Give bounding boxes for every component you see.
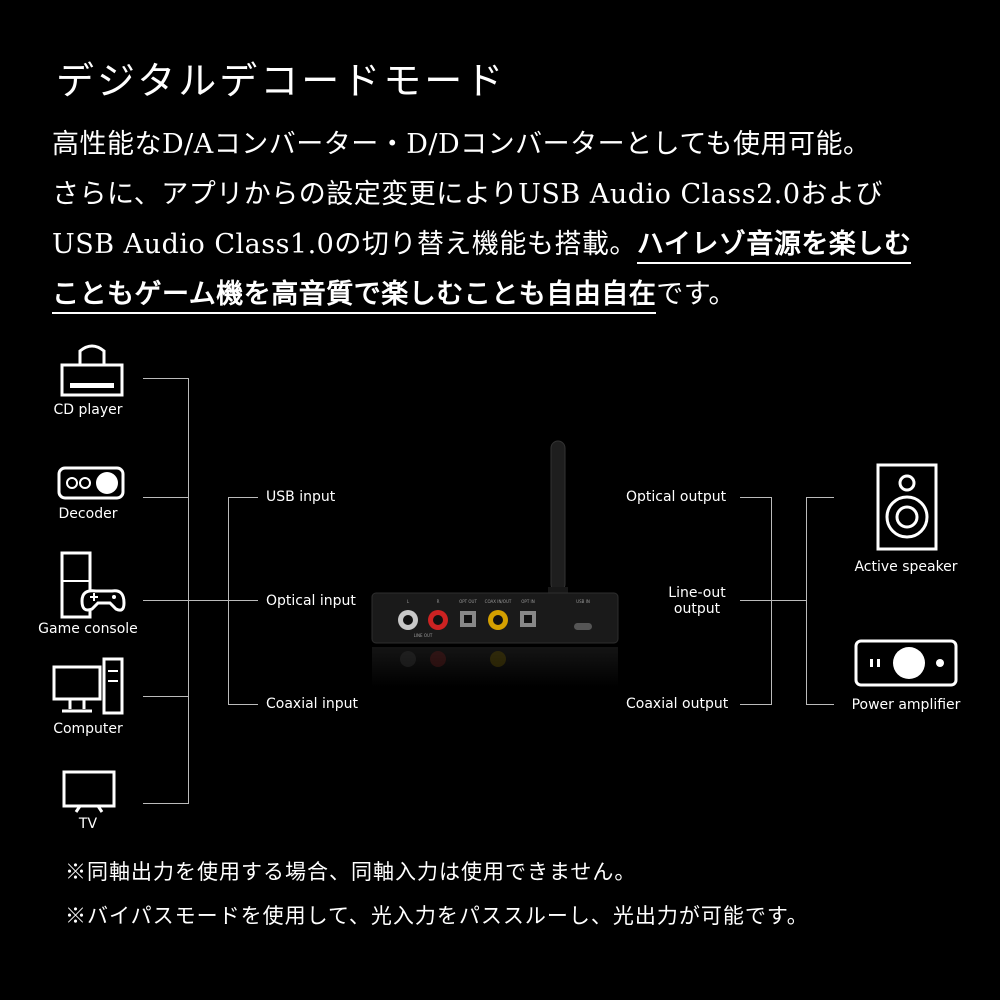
connector-line xyxy=(188,378,189,804)
description-line-1: 高性能なD/Aコンバーター・D/Dコンバーターとしても使用可能。 xyxy=(52,129,871,160)
connector-line xyxy=(771,600,806,601)
source-label-decoder: Decoder xyxy=(58,506,118,522)
connector-line xyxy=(806,497,807,704)
computer-icon xyxy=(52,657,124,715)
source-label-computer: Computer xyxy=(53,721,123,737)
description-line-3-text: USB Audio Class1.0の切り替え機能も搭載。 xyxy=(52,229,637,260)
connector-line xyxy=(740,497,772,498)
port-label-r: R xyxy=(437,599,440,604)
cd-player-icon xyxy=(60,344,124,397)
page-title: デジタルデコードモード xyxy=(56,59,507,103)
output-label-line-out: Line-out output xyxy=(668,585,726,617)
port-label-usb: USB IN xyxy=(576,599,590,604)
connector-line xyxy=(228,497,258,498)
description-line-2: さらに、アプリからの設定変更によりUSB Audio Class2.0および xyxy=(52,179,884,210)
tv-icon xyxy=(62,770,116,813)
connector-line xyxy=(143,696,189,697)
connector-line xyxy=(143,497,189,498)
connector-line xyxy=(806,704,834,705)
connector-line xyxy=(143,378,189,379)
connector-line xyxy=(806,497,834,498)
amplifier-icon xyxy=(854,639,958,687)
output-label-coaxial: Coaxial output xyxy=(626,696,729,712)
port-label-opt-out: OPT OUT xyxy=(459,599,477,604)
description: 高性能なD/Aコンバーター・D/Dコンバーターとしても使用可能。 さらに、アプリ… xyxy=(52,120,952,320)
connector-line xyxy=(740,704,772,705)
description-line-3: USB Audio Class1.0の切り替え機能も搭載。ハイレゾ音源を楽しむ xyxy=(52,220,952,270)
sink-label-power-amplifier: Power amplifier xyxy=(851,697,961,713)
port-label-opt-in: OPT IN xyxy=(521,599,534,604)
connector-line xyxy=(228,600,258,601)
input-label-optical: Optical input xyxy=(266,593,356,609)
input-label-coaxial: Coaxial input xyxy=(266,696,359,712)
input-label-usb: USB input xyxy=(266,489,336,505)
description-highlight-1: ハイレゾ音源を楽しむ xyxy=(636,229,912,264)
sink-label-active-speaker: Active speaker xyxy=(854,559,958,575)
connector-line xyxy=(740,600,772,601)
source-label-cd-player: CD player xyxy=(53,402,123,418)
description-line-4: こともゲーム機を高音質で楽しむことも自由自在です。 xyxy=(52,270,952,320)
port-label-coax: COAX IN/OUT xyxy=(485,599,512,604)
port-label-line-out: LINE OUT xyxy=(414,633,433,638)
source-label-game-console: Game console xyxy=(38,621,138,637)
decoder-icon xyxy=(57,466,125,500)
game-console-icon xyxy=(60,551,126,619)
speaker-icon xyxy=(876,463,938,551)
description-highlight-2: こともゲーム機を高音質で楽しむことも自由自在 xyxy=(52,279,657,314)
connector-line xyxy=(228,704,258,705)
note-1: ※同軸出力を使用する場合、同軸入力は使用できません。 xyxy=(65,860,637,884)
output-label-optical: Optical output xyxy=(626,489,727,505)
dac-device-image: L R OPT OUT COAX IN/OUT OPT IN USB IN LI… xyxy=(371,440,619,687)
note-2: ※バイパスモードを使用して、光入力をパススルーし、光出力が可能です。 xyxy=(65,904,809,928)
connector-line xyxy=(143,803,189,804)
description-line-4-text: です。 xyxy=(656,279,737,310)
port-label-l: L xyxy=(407,599,410,604)
connector-line xyxy=(143,600,189,601)
source-label-tv: TV xyxy=(78,816,98,832)
connector-line xyxy=(188,600,228,601)
